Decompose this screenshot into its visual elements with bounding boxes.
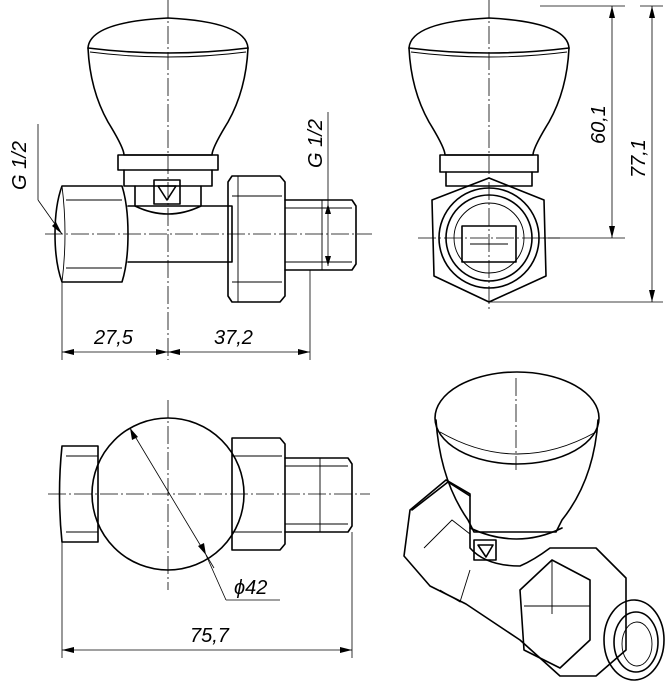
front-view: [37, 0, 372, 360]
width-left-label: 27,5: [93, 327, 134, 349]
width-right-label: 37,2: [214, 327, 253, 349]
total-length-label: 75,7: [190, 625, 230, 647]
top-view: [48, 400, 370, 658]
height-inner-label: 60,1: [588, 105, 610, 144]
thread-label-right: G 1/2: [305, 119, 327, 168]
diameter-label: ϕ42: [234, 577, 267, 599]
thread-label-left: G 1/2: [9, 141, 31, 190]
isometric-view: [403, 371, 665, 681]
side-view: [408, 0, 663, 310]
height-outer-label: 77,1: [628, 139, 650, 178]
